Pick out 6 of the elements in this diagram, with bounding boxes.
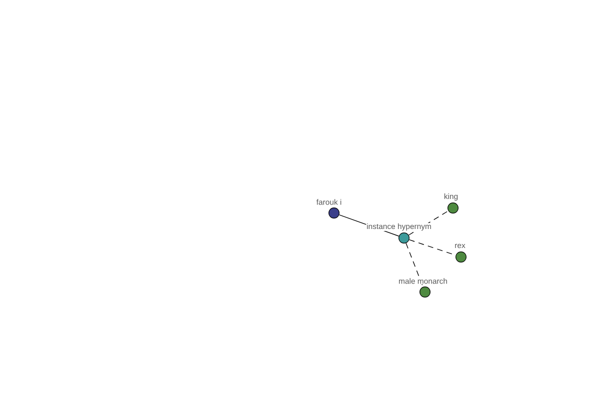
graph-node (398, 232, 410, 244)
graph-node (448, 202, 458, 214)
graph-node (456, 252, 466, 262)
connector-line (406, 242, 424, 288)
graph-node (420, 286, 430, 298)
graph-node (328, 208, 340, 218)
